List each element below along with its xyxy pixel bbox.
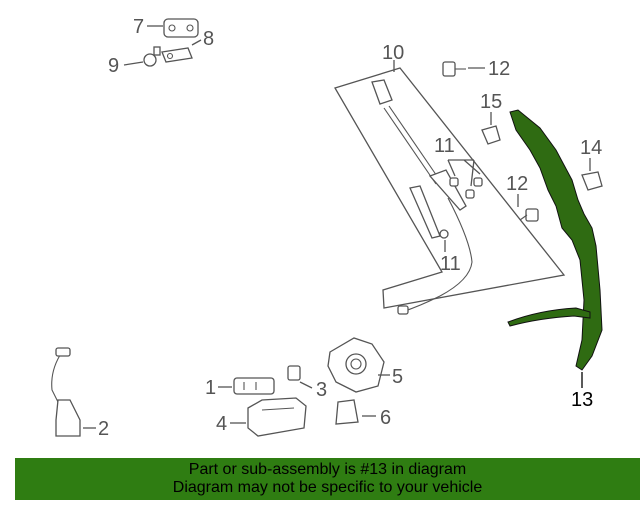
part-10-frame	[334, 67, 566, 309]
part-3-clip[interactable]	[287, 365, 301, 381]
callout-11a: 11	[434, 135, 455, 157]
part-4-module[interactable]	[247, 397, 307, 437]
info-banner: Part or sub-assembly is #13 in diagram D…	[15, 458, 640, 500]
callout-3: 3	[316, 379, 327, 401]
part-13-curtain-airbag[interactable]	[507, 109, 603, 371]
part-5-assembly[interactable]	[327, 337, 385, 393]
part-7-bracket[interactable]	[163, 18, 199, 38]
part-15-fastener[interactable]	[481, 125, 501, 145]
callout-12b: 12	[506, 173, 528, 195]
callout-4: 4	[216, 413, 227, 435]
part-12-bolt-top[interactable]	[442, 61, 466, 77]
callout-5: 5	[392, 366, 403, 388]
info-banner-line-1: Part or sub-assembly is #13 in diagram	[188, 461, 467, 478]
callout-7: 7	[133, 16, 144, 38]
part-2-sensor-harness[interactable]	[51, 347, 81, 437]
part-11-clips[interactable]	[449, 177, 483, 199]
callout-15: 15	[480, 91, 502, 113]
info-banner-line-2: Diagram may not be specific to your vehi…	[172, 479, 483, 496]
part-8-plate[interactable]	[161, 47, 193, 63]
callout-9-leader	[123, 61, 144, 66]
part-12-bolt-mid[interactable]	[519, 208, 539, 222]
callout-10: 10	[382, 42, 404, 64]
callout-14: 14	[580, 137, 602, 159]
callout-8-leader	[191, 39, 202, 46]
callout-8: 8	[203, 28, 214, 50]
part-10-link-assembly[interactable]	[371, 79, 473, 315]
callout-6: 6	[380, 407, 391, 429]
callout-11b: 11	[440, 253, 461, 275]
part-13-strap	[507, 307, 591, 327]
part-9-bolt[interactable]	[143, 46, 161, 67]
callout-13: 13	[571, 389, 593, 411]
callout-1: 1	[205, 377, 216, 399]
callout-11a-leader	[447, 159, 481, 187]
part-13-body	[509, 109, 603, 371]
part-6-bracket[interactable]	[335, 399, 359, 425]
callout-2: 2	[98, 418, 109, 440]
part-14-clip[interactable]	[581, 171, 603, 191]
callout-3-leader	[299, 381, 313, 389]
callout-12a: 12	[488, 58, 510, 80]
part-1-sensor[interactable]	[233, 377, 275, 395]
callout-9: 9	[108, 55, 119, 77]
